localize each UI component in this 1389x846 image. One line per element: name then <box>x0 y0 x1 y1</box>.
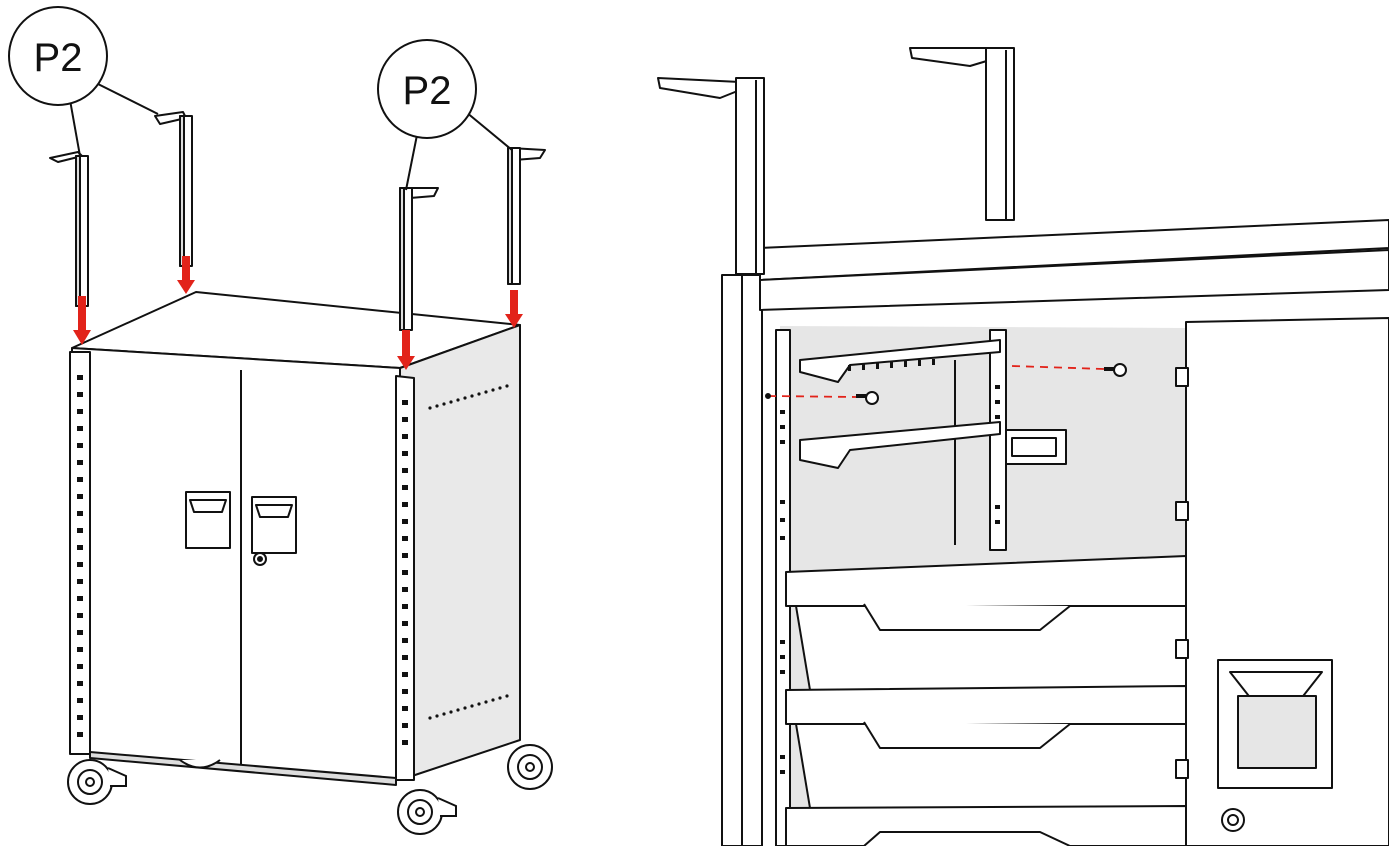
middle-rail <box>989 329 1007 551</box>
tray-2 <box>785 685 1187 809</box>
cart-casters <box>67 744 553 835</box>
detail-view <box>721 219 1389 846</box>
cart-left-upright <box>69 351 91 755</box>
tray-1 <box>785 555 1187 691</box>
screw-1 <box>856 391 879 405</box>
callout-2: P2 <box>377 39 513 191</box>
cart-base <box>89 751 397 786</box>
detail-post-right <box>985 47 1015 221</box>
alignment-line-1 <box>767 395 857 398</box>
cart-perforations <box>77 375 509 745</box>
cart-front <box>71 347 401 781</box>
callout-1-label: P2 <box>34 36 83 80</box>
alignment-line-2 <box>1011 365 1105 370</box>
callout-2-label: P2 <box>403 69 452 113</box>
caster-front-right <box>397 789 457 835</box>
post-1 <box>49 151 89 307</box>
caster-back-left <box>179 759 221 769</box>
insertion-arrows <box>73 256 523 370</box>
cart-illustration <box>69 291 521 786</box>
screw-2 <box>1104 363 1127 377</box>
post-2 <box>154 111 193 267</box>
posts <box>49 111 546 331</box>
post-3 <box>399 187 439 331</box>
cart-side <box>399 324 521 781</box>
detail-posts <box>657 47 1015 275</box>
shelf-bracket-2 <box>799 421 1001 469</box>
detail-post-left <box>735 77 765 275</box>
post-4 <box>507 147 546 285</box>
cart-right-upright <box>395 375 415 781</box>
caster-back-right <box>507 744 553 790</box>
tray-3 <box>785 805 1187 846</box>
caster-front-left <box>67 759 127 805</box>
callout-1: P2 <box>8 6 159 157</box>
